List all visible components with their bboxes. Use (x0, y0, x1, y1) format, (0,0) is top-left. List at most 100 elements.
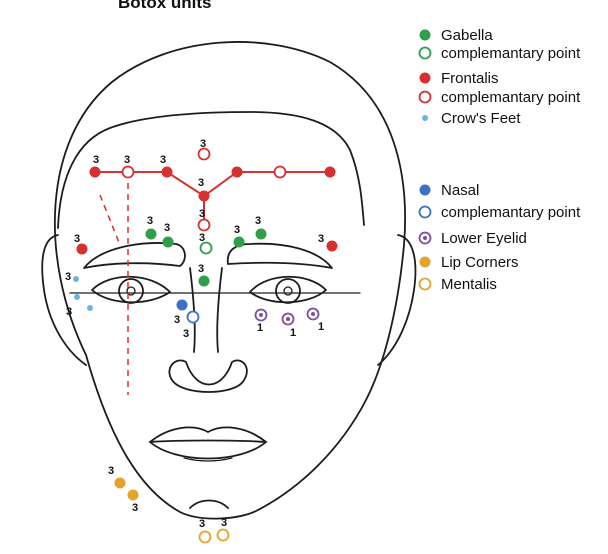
unit-label: 3 (200, 138, 206, 150)
legend-label: Frontalis (441, 70, 499, 87)
right-eyebrow (228, 244, 332, 268)
unit-label: 3 (132, 502, 138, 514)
gabella-point (256, 229, 267, 240)
legend-label: Lower Eyelid (441, 230, 527, 247)
unit-label: 3 (198, 263, 204, 275)
nose-base (169, 360, 247, 392)
nasal-point (177, 300, 188, 311)
legend-label: Lip Corners (441, 254, 519, 271)
left-iris (119, 279, 143, 303)
unit-label: 1 (290, 327, 296, 339)
lower-eyelid-point-center (259, 313, 263, 317)
legend-item: complemantary point (420, 45, 582, 62)
unit-label: 3 (174, 314, 180, 326)
unit-label: 3 (160, 154, 166, 166)
unit-label: 3 (199, 518, 205, 530)
lip-corner-point (115, 478, 126, 489)
unit-label: 3 (66, 306, 72, 318)
legend-open-marker (420, 48, 431, 59)
unit-label: 3 (221, 517, 227, 529)
gabella-complementary-point (201, 243, 212, 254)
face-drawing (42, 42, 415, 519)
unit-label: 3 (198, 177, 204, 189)
legend-filled-marker (420, 185, 431, 196)
frontalis-point (90, 167, 101, 178)
nose-right-side (217, 268, 222, 352)
left-eye (92, 277, 170, 303)
gabella-point (199, 276, 210, 287)
nasal-complementary-point (188, 312, 199, 323)
frontalis-complementary-point (199, 149, 210, 160)
right-pupil (284, 287, 292, 295)
legend-item: Crow's Feet (422, 110, 521, 127)
legend-filled-marker (420, 73, 431, 84)
frontalis-pattern (95, 172, 330, 395)
unit-label: 3 (234, 224, 240, 236)
legend-item: Mentalis (420, 276, 497, 293)
unit-label: 3 (147, 215, 153, 227)
legend-label: Gabella (441, 27, 493, 44)
legend-item: complemantary point (420, 204, 582, 221)
mentalis-point (200, 532, 211, 543)
gabella-point (146, 229, 157, 240)
legend-open-marker (420, 207, 431, 218)
legend-item: Nasal (420, 182, 480, 199)
lip-corner-point (128, 490, 139, 501)
unit-label: 3 (318, 233, 324, 245)
gabella-point (163, 237, 174, 248)
crows-feet-point (87, 305, 93, 311)
unit-label: 1 (257, 322, 263, 334)
frontalis-complementary-point (123, 167, 134, 178)
legend-label: complemantary point (441, 89, 581, 106)
legend-label: complemantary point (441, 204, 581, 221)
legend-label: Crow's Feet (441, 110, 521, 127)
legend-item: Gabella (420, 27, 494, 44)
frontalis-point (232, 167, 243, 178)
gabella-point (234, 237, 245, 248)
legend-filled-marker (420, 30, 431, 41)
unit-label: 3 (74, 233, 80, 245)
legend-label: Nasal (441, 182, 479, 199)
chin-crease (190, 501, 228, 509)
mentalis-point (218, 530, 229, 541)
legend-item: complemantary point (420, 89, 582, 106)
crows-feet-point (73, 276, 79, 282)
unit-label: 3 (65, 271, 71, 283)
unit-label: 3 (255, 215, 261, 227)
legend-item: Lip Corners (420, 254, 519, 271)
unit-label: 1 (318, 321, 324, 333)
unit-label: 3 (183, 328, 189, 340)
legend-label: Mentalis (441, 276, 497, 293)
legend-open-marker (420, 92, 431, 103)
unit-label: 3 (108, 465, 114, 477)
frontalis-point (77, 244, 88, 255)
legend-item: Frontalis (420, 70, 499, 87)
crows-feet-point (74, 294, 80, 300)
unit-label: 3 (199, 208, 205, 220)
legend-target-dot (423, 236, 427, 240)
legend-item: Lower Eyelid (420, 230, 527, 247)
unit-label: 3 (93, 154, 99, 166)
diagram-title: Botox units (118, 0, 212, 12)
unit-label: 3 (124, 154, 130, 166)
lower-lip (150, 442, 266, 459)
left-ear (42, 235, 86, 365)
frontalis-point (162, 167, 173, 178)
hairline (58, 112, 364, 228)
lower-eyelid-point-center (286, 317, 290, 321)
frontalis-point (199, 191, 210, 202)
lower-eyelid-point-center (311, 312, 315, 316)
right-iris (276, 279, 300, 303)
unit-label: 3 (199, 232, 205, 244)
frontalis-complementary-point (275, 167, 286, 178)
legend-filled-marker (420, 257, 431, 268)
legend-small-marker (422, 115, 428, 121)
frontalis-point (325, 167, 336, 178)
legend-label: complemantary point (441, 45, 581, 62)
right-eye (250, 277, 326, 303)
upper-lip (150, 427, 266, 442)
unit-label: 3 (164, 222, 170, 234)
legend-open-marker (420, 279, 431, 290)
